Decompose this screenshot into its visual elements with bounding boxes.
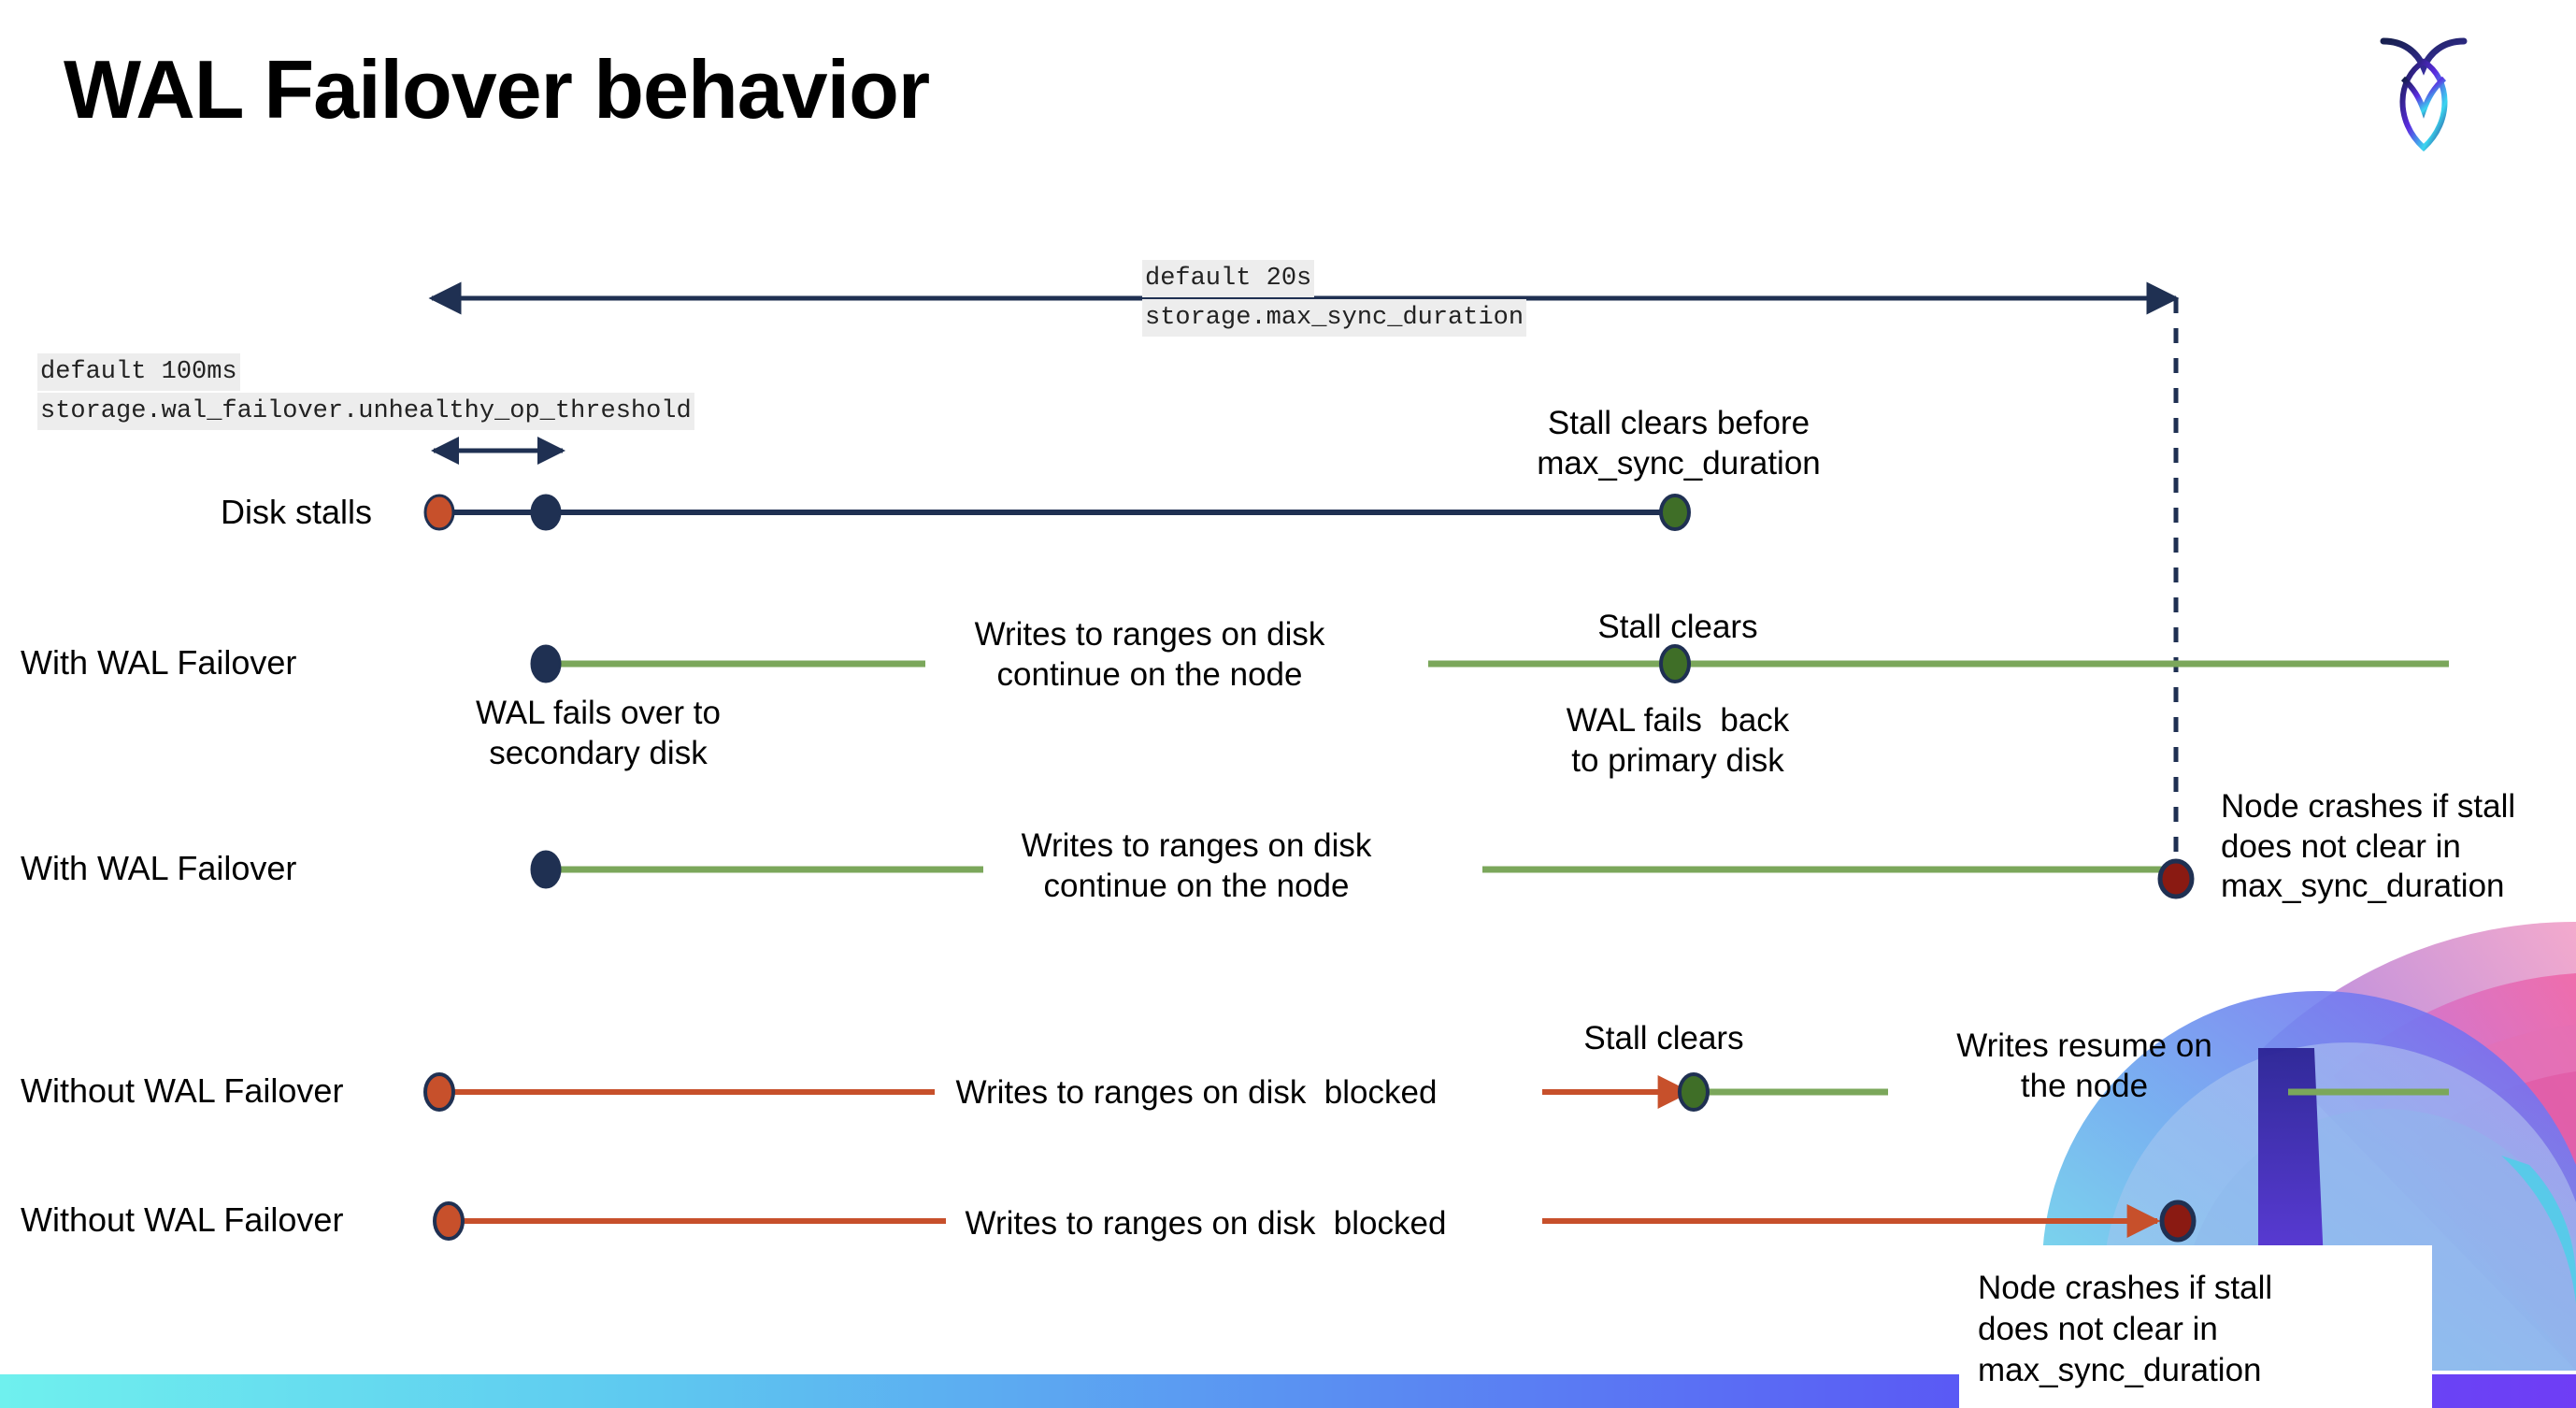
disk-stall-clear-dot xyxy=(1659,494,1691,531)
row-label-with-wal-failover-1: With WAL Failover xyxy=(21,643,297,682)
with-wal-2-crash-dot xyxy=(2157,858,2195,899)
page-title: WAL Failover behavior xyxy=(64,43,930,136)
cockroachdb-logo-icon xyxy=(2380,37,2468,152)
without-wal-1-start-dot xyxy=(423,1072,455,1112)
note-writes-blocked-2: Writes to ranges on disk blocked xyxy=(965,1205,1447,1242)
with-wal-1-failover-dot xyxy=(530,644,562,683)
disk-stall-failover-dot xyxy=(530,494,562,531)
note-node-crashes-2: Node crashes if stall does not clear in … xyxy=(1959,1245,2432,1408)
max-sync-setting-chip: storage.max_sync_duration xyxy=(1142,299,1527,338)
unhealthy-op-setting-chip: storage.wal_failover.unhealthy_op_thresh… xyxy=(37,393,694,431)
with-wal-2-failover-dot xyxy=(530,850,562,889)
row-label-with-wal-failover-2: With WAL Failover xyxy=(21,849,297,887)
note-writes-resume: Writes resume on the node xyxy=(1956,1027,2212,1104)
note-stall-clears-before: Stall clears before max_sync_duration xyxy=(1537,405,1821,481)
note-writes-continue-1: Writes to ranges on disk continue on the… xyxy=(974,616,1325,693)
note-writes-continue-2: Writes to ranges on disk continue on the… xyxy=(1021,827,1372,904)
row-label-without-wal-failover-2: Without WAL Failover xyxy=(21,1200,344,1239)
note-wal-fails-over: WAL fails over to secondary disk xyxy=(476,695,721,771)
max-sync-default-chip: default 20s xyxy=(1142,260,1315,298)
with-wal-1-stall-clear-dot xyxy=(1659,644,1691,683)
without-wal-1-stall-clear-dot xyxy=(1678,1072,1710,1112)
row-label-without-wal-failover-1: Without WAL Failover xyxy=(21,1071,344,1110)
without-wal-2-start-dot xyxy=(433,1201,465,1241)
note-stall-clears-1: Stall clears xyxy=(1597,609,1758,645)
without-wal-2-crash-dot xyxy=(2159,1200,2197,1243)
disk-stall-start-dot xyxy=(423,494,455,531)
note-writes-blocked-1: Writes to ranges on disk blocked xyxy=(955,1074,1438,1111)
note-wal-fails-back: WAL fails back to primary disk xyxy=(1566,702,1790,779)
unhealthy-op-default-chip: default 100ms xyxy=(37,353,240,392)
note-stall-clears-2: Stall clears xyxy=(1583,1020,1744,1056)
row-label-disk-stalls: Disk stalls xyxy=(221,493,373,531)
note-node-crashes-1: Node crashes if stall does not clear in … xyxy=(2221,788,2516,905)
